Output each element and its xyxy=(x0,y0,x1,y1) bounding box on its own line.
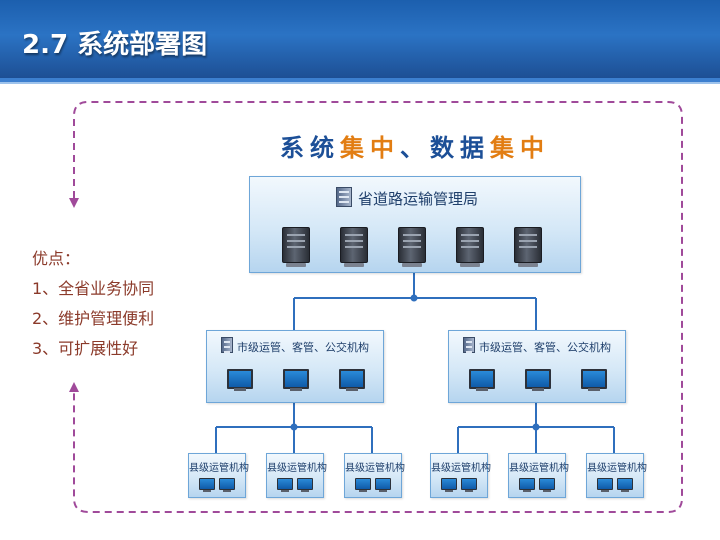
arrow-down-icon xyxy=(69,198,79,208)
county-label: 县级运管机构 xyxy=(189,463,249,474)
computer-icon xyxy=(375,478,391,492)
advantage-item: 1、全省业务协同 xyxy=(32,279,155,298)
county-label: 县级运管机构 xyxy=(587,463,647,474)
city-label: 市级运管、客管、公交机构 xyxy=(479,341,611,354)
junction-dot xyxy=(410,294,418,302)
computer-icon xyxy=(227,369,253,391)
county-node: 县级运管机构 xyxy=(344,453,405,498)
computer-icon xyxy=(283,369,309,391)
building-icon xyxy=(463,337,475,353)
county-label: 县级运管机构 xyxy=(431,463,491,474)
advantages-heading: 优点： xyxy=(32,249,81,268)
computer-icon xyxy=(581,369,607,391)
junction-dot xyxy=(532,423,540,431)
county-node: 县级运管机构 xyxy=(508,453,569,498)
computer-icon xyxy=(469,369,495,391)
province-node: 省道路运输管理局 xyxy=(249,176,581,273)
building-icon xyxy=(221,337,233,353)
diagram-title: 系统集中、数据集中 xyxy=(280,128,550,163)
advantage-item: 2、维护管理便利 xyxy=(32,309,155,328)
computer-icon xyxy=(539,478,555,492)
diagram-title-part3: 、数据 xyxy=(400,134,490,162)
arrow-up-icon xyxy=(69,382,79,392)
header-divider xyxy=(0,78,720,82)
computer-icon xyxy=(199,478,215,492)
building-icon xyxy=(336,187,352,207)
computer-icon xyxy=(525,369,551,391)
junction-dot xyxy=(290,423,298,431)
computer-icon xyxy=(597,478,613,492)
slide-title: 2.7 系统部署图 xyxy=(22,30,208,60)
county-node: 县级运管机构 xyxy=(188,453,249,498)
computer-icon xyxy=(355,478,371,492)
advantage-item: 3、可扩展性好 xyxy=(32,339,139,358)
server-icon xyxy=(340,227,368,267)
county-label: 县级运管机构 xyxy=(345,463,405,474)
diagram-title-part1: 系统 xyxy=(280,134,340,162)
computer-icon xyxy=(297,478,313,492)
computer-icon xyxy=(441,478,457,492)
computer-icon xyxy=(461,478,477,492)
server-icon xyxy=(456,227,484,267)
city-node: 市级运管、客管、公交机构 xyxy=(448,330,626,403)
computer-icon xyxy=(617,478,633,492)
diagram-title-part4: 集中 xyxy=(490,134,550,162)
city-node: 市级运管、客管、公交机构 xyxy=(206,330,384,403)
computer-icon xyxy=(219,478,235,492)
city-label: 市级运管、客管、公交机构 xyxy=(237,341,369,354)
dashed-frame xyxy=(73,101,683,513)
server-icon xyxy=(282,227,310,267)
county-label: 县级运管机构 xyxy=(267,463,327,474)
county-node: 县级运管机构 xyxy=(266,453,327,498)
diagram-title-part2: 集中 xyxy=(340,134,400,162)
county-node: 县级运管机构 xyxy=(430,453,491,498)
header-divider-light xyxy=(0,82,720,84)
county-node: 县级运管机构 xyxy=(586,453,647,498)
province-label: 省道路运输管理局 xyxy=(358,190,479,208)
county-label: 县级运管机构 xyxy=(509,463,569,474)
computer-icon xyxy=(277,478,293,492)
computer-icon xyxy=(519,478,535,492)
server-icon xyxy=(514,227,542,267)
advantages-list: 优点： 1、全省业务协同 2、维护管理便利 3、可扩展性好 xyxy=(32,244,154,364)
header-bar xyxy=(0,0,720,78)
server-icon xyxy=(398,227,426,267)
computer-icon xyxy=(339,369,365,391)
